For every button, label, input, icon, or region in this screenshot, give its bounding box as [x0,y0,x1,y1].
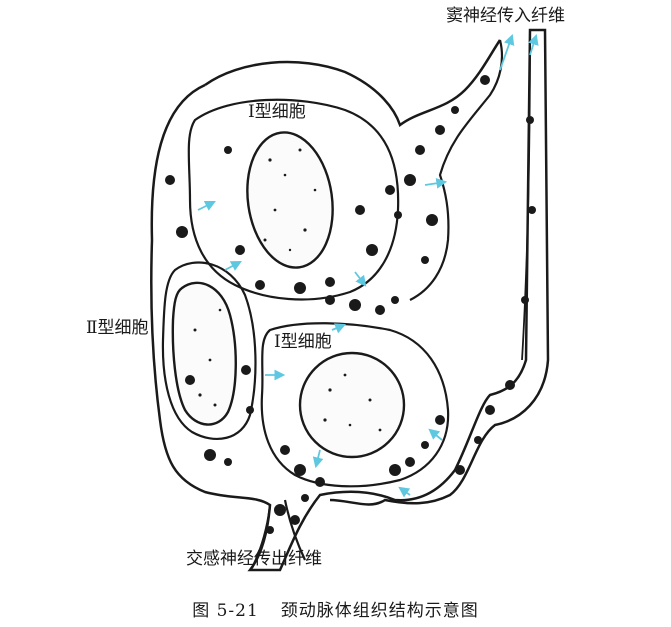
type1-cell-lower [260,322,450,488]
afferent-fiber-inner [521,29,531,361]
type2-cell [161,261,257,441]
label-efferent-fiber: 交感神经传出纤维 [186,549,322,569]
granules [165,75,536,534]
efferent-fiber [251,499,306,569]
figure-title: 颈动脉体组织结构示意图 [280,601,479,621]
label-type2-cell: Ⅱ型细胞 [86,318,149,338]
type2-nucleus [171,281,237,426]
afferent-fiber-outline [409,39,504,301]
label-type1-cell-lower: Ⅰ型细胞 [274,332,332,352]
figure-number: 图 5-21 [192,601,259,621]
synapse-arrows [197,33,539,498]
type1-nucleus-upper [246,131,334,269]
figure-caption: 图 5-21 颈动脉体组织结构示意图 [0,596,671,621]
outer-capsule [150,28,550,572]
outer-capsule-top [204,39,502,128]
type1-nucleus-lower [298,351,406,459]
type1-cell-upper [187,98,400,301]
label-type1-cell-upper: Ⅰ型细胞 [248,102,306,122]
label-afferent-fiber: 窦神经传入纤维 [446,6,565,26]
chromatin-texture [193,148,382,432]
